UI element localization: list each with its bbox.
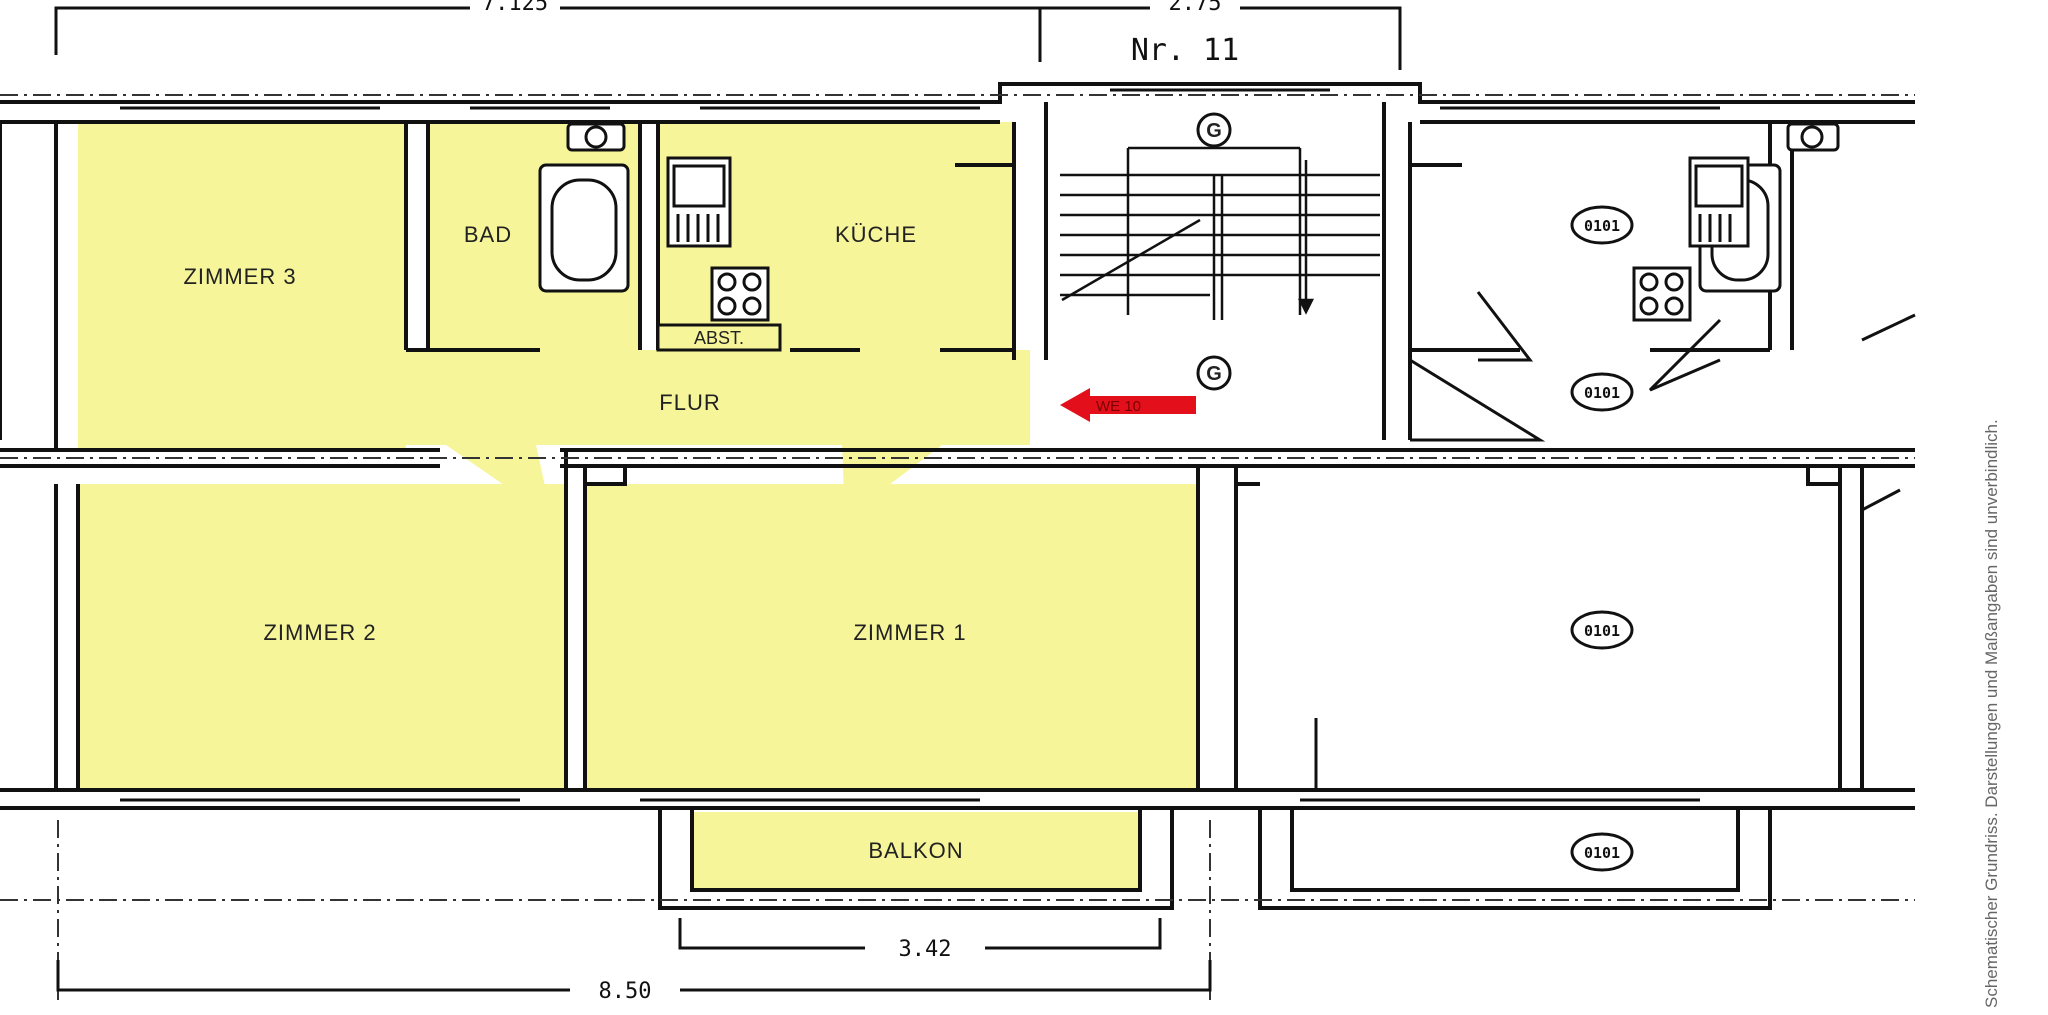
staircase bbox=[1060, 146, 1380, 320]
room-label-zimmer1: ZIMMER 1 bbox=[853, 620, 966, 645]
zimmer-3-area[interactable] bbox=[78, 122, 406, 450]
stove-icon bbox=[710, 266, 1692, 322]
dimension-balcony: 3.42 bbox=[899, 937, 952, 962]
room-label-flur: FLUR bbox=[659, 390, 720, 415]
apartment-fill bbox=[78, 122, 1197, 890]
house-number: Nr. 11 bbox=[1131, 33, 1239, 68]
abstellraum-box bbox=[656, 323, 782, 352]
neighbor-code-hall: 0101 bbox=[1584, 384, 1620, 402]
dimension-top-left: 7.125 bbox=[482, 0, 548, 16]
zimmer-1-area[interactable] bbox=[585, 484, 1197, 790]
windows bbox=[120, 88, 1720, 802]
svg-text:G: G bbox=[1206, 120, 1222, 142]
flur-door-left bbox=[310, 372, 406, 445]
neighbor-door-swings bbox=[1314, 291, 1916, 792]
room-label-balkon: BALKON bbox=[868, 838, 963, 863]
neighbor-code-balcony: 0101 bbox=[1584, 844, 1620, 862]
room-label-zimmer2: ZIMMER 2 bbox=[263, 620, 376, 645]
flur-door-right bbox=[880, 370, 1030, 440]
zimmer-2-area[interactable] bbox=[78, 484, 566, 790]
kueche-door-swing bbox=[900, 292, 940, 360]
svg-text:G: G bbox=[1206, 363, 1222, 385]
room-label-kueche: KÜCHE bbox=[835, 222, 917, 247]
room-label-abst: ABST. bbox=[694, 328, 744, 348]
dimension-top-right: 2.75 bbox=[1169, 0, 1222, 16]
zimmer2-door-swing bbox=[446, 445, 552, 518]
neighbor-code-kitchen: 0101 bbox=[1584, 217, 1620, 235]
washbasin-icon bbox=[566, 122, 1840, 152]
walls bbox=[0, 82, 1915, 910]
balkon-area[interactable] bbox=[692, 812, 1140, 890]
disclaimer-text: Schematischer Grundriss. Darstellungen u… bbox=[1982, 419, 2001, 1008]
stair-marker-top: G bbox=[1196, 112, 1232, 148]
sink-icon bbox=[666, 156, 1750, 248]
zimmer3-door-swing bbox=[458, 292, 505, 360]
stair-marker-landing: G bbox=[1196, 355, 1232, 391]
neighbor-code-room: 0101 bbox=[1584, 622, 1620, 640]
dimension-total: 8.50 bbox=[599, 979, 652, 1004]
zimmer1-door-swing bbox=[842, 445, 942, 518]
room-label-zimmer3: ZIMMER 3 bbox=[183, 264, 296, 289]
entrance-arrow: WE 10 bbox=[1060, 388, 1196, 422]
room-label-bad: BAD bbox=[464, 222, 512, 247]
neighbor-code-badges bbox=[1570, 205, 1634, 872]
unit-marker-label: WE 10 bbox=[1096, 398, 1141, 415]
